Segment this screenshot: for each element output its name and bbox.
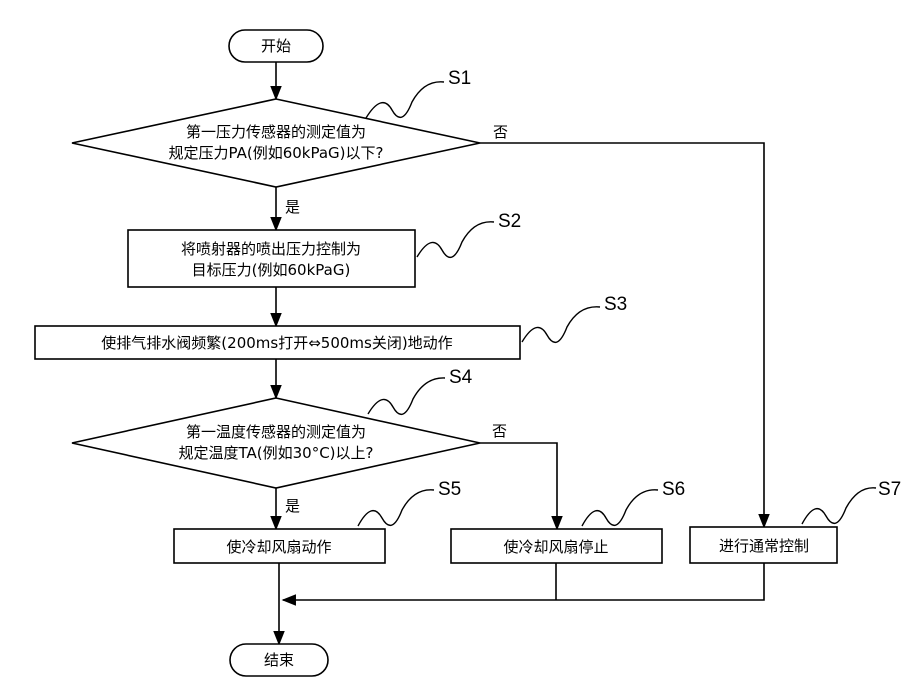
- s6-step-label: S6: [662, 479, 685, 500]
- s3-step-label: S3: [604, 294, 627, 315]
- s4-yes-label: 是: [285, 497, 300, 515]
- s5-process: 使冷却风扇动作: [174, 529, 385, 563]
- start-node: 开始: [229, 30, 323, 62]
- edge-s7-merge: [283, 563, 764, 600]
- s7-process: 进行通常控制: [690, 527, 837, 563]
- start-label: 开始: [261, 37, 291, 55]
- s1-decision: 第一压力传感器的测定值为 规定压力PA(例如60kPaG)以下?: [72, 99, 480, 187]
- s2-step-label: S2: [498, 211, 521, 232]
- s4-text-line2: 规定温度TA(例如30°C)以上?: [179, 444, 374, 462]
- s3-text: 使排气排水阀频繁(200ms打开⇔500ms关闭)地动作: [101, 334, 452, 352]
- s4-no-label: 否: [492, 422, 507, 440]
- end-node: 结束: [230, 644, 328, 676]
- s5-step-label: S5: [438, 479, 461, 500]
- s2-text-line1: 将喷射器的喷出压力控制为: [181, 240, 361, 258]
- s1-yes-label: 是: [285, 198, 300, 216]
- s7-step-label: S7: [878, 479, 901, 500]
- s6-callout: S6: [582, 479, 685, 526]
- edge-s4-no: [480, 443, 557, 529]
- s7-callout: S7: [802, 479, 901, 524]
- s2-callout: S2: [417, 211, 521, 257]
- s4-callout: S4: [368, 367, 473, 414]
- edge-s1-no: [480, 143, 764, 527]
- s6-text: 使冷却风扇停止: [503, 538, 608, 556]
- end-label: 结束: [264, 651, 294, 669]
- s1-text-line1: 第一压力传感器的测定值为: [186, 123, 366, 141]
- s2-text-line2: 目标压力(例如60kPaG): [192, 261, 351, 279]
- s5-text: 使冷却风扇动作: [226, 538, 331, 556]
- s3-callout: S3: [522, 294, 627, 342]
- s1-callout: S1: [366, 68, 471, 118]
- s7-text: 进行通常控制: [719, 537, 809, 555]
- s1-text-line2: 规定压力PA(例如60kPaG)以下?: [169, 144, 384, 162]
- s6-process: 使冷却风扇停止: [451, 529, 662, 563]
- s1-no-label: 否: [493, 123, 508, 141]
- s5-callout: S5: [358, 479, 461, 526]
- s2-process: 将喷射器的喷出压力控制为 目标压力(例如60kPaG): [128, 230, 415, 287]
- s4-decision: 第一温度传感器的测定值为 规定温度TA(例如30°C)以上?: [72, 398, 480, 488]
- s4-step-label: S4: [449, 367, 473, 388]
- s3-process: 使排气排水阀频繁(200ms打开⇔500ms关闭)地动作: [35, 326, 520, 359]
- s4-text-line1: 第一温度传感器的测定值为: [186, 423, 366, 441]
- s1-step-label: S1: [448, 68, 471, 89]
